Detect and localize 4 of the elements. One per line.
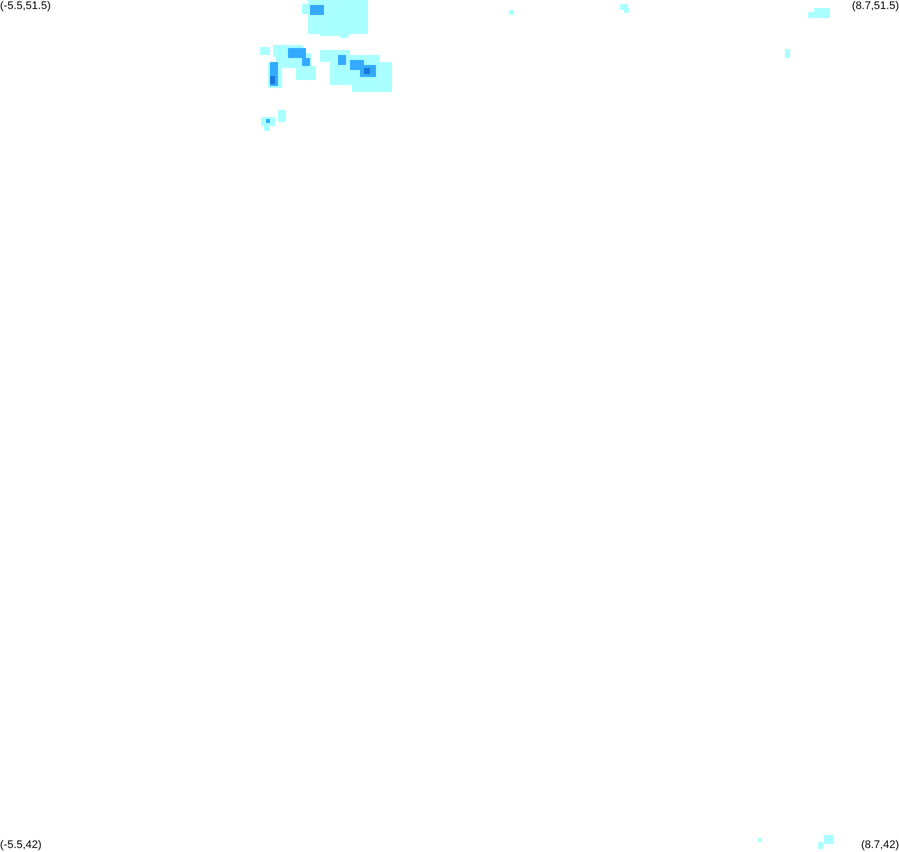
coordinate-label: (-5.5,51.5) [0,0,51,13]
coordinate-label: (-5.5,42) [0,839,42,852]
coordinate-label: (8.7,42) [861,839,899,852]
coordinate-label: (8.7,51.5) [852,0,899,13]
